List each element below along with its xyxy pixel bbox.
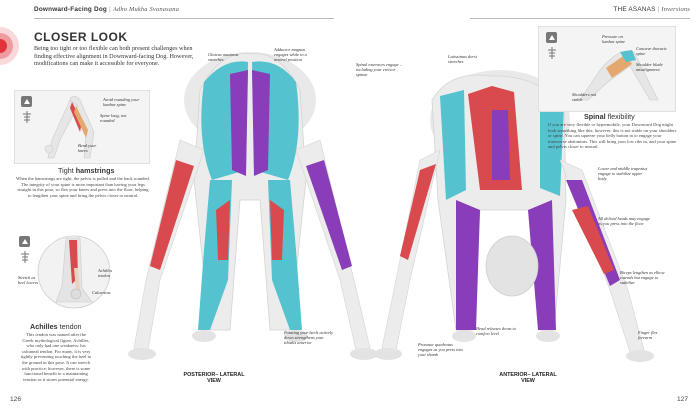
spinal-heading-bold: Spinal: [584, 112, 606, 121]
note-head: Head releases down to comfort level: [476, 326, 516, 336]
note-adductor: Adductor magnus engages while in a neutr…: [274, 47, 307, 62]
note-finger-flex: Finger flex forearm: [638, 330, 658, 340]
note-pronator: Pronator quadratus engages as you press …: [418, 342, 463, 357]
spinal-illustration: [579, 50, 659, 101]
note-trapezius: Lower and middle trapezius engage to sta…: [598, 166, 648, 181]
section-roundel: [0, 27, 19, 65]
intro-text: Being too tight or too flexible can both…: [34, 45, 194, 68]
note-gluteus: Gluteus maximus stretches: [208, 52, 239, 62]
note-stretch-heel: Stretch as heel lowers: [18, 275, 39, 285]
title-rest: Look: [87, 30, 128, 44]
page-title: Closer Look: [34, 30, 128, 44]
note-concave-thoracic: Concave thoracic spine: [636, 46, 668, 56]
posterior-figure: [128, 52, 378, 360]
panel-icons-achilles: [19, 236, 30, 263]
note-biceps: Biceps lengthen as elbow extends but eng…: [620, 270, 665, 285]
header-rule-right: [470, 18, 690, 19]
book-section: The Asanas: [613, 6, 656, 13]
pose-name: Downward-Facing Dog: [34, 6, 108, 13]
panel-icons-hamstrings: [21, 96, 32, 123]
note-spine-long: Spine long, not rounded: [100, 113, 127, 123]
header-divider: |: [109, 6, 113, 13]
note-tibialis: Pointing your heels actively down streng…: [284, 330, 334, 345]
spinal-text: If you are very flexible or hypermobile,…: [548, 122, 677, 150]
achilles-heading-bold: Achilles: [30, 322, 58, 331]
skeleton-icon: [23, 111, 31, 123]
view-label-posterior: Posterior– lateral view: [183, 372, 245, 385]
page-number-left: 126: [10, 396, 22, 403]
running-header-left: Downward-Facing Dog | Adho Mukha Svanasa…: [34, 6, 179, 13]
anterior-figure: [374, 70, 654, 362]
skeleton-icon: [21, 251, 29, 263]
achilles-heading: Achilles tendon: [30, 322, 82, 331]
hamstrings-heading-bold: Tight: [58, 166, 74, 175]
title-bold: Closer: [34, 30, 88, 44]
achilles-heading-rest: tendon: [57, 322, 82, 331]
spinal-heading: Spinal flexibility: [584, 112, 635, 121]
anatomy-illustration: [128, 52, 654, 362]
note-latissimus: Latissimus dorsi stretches: [448, 54, 477, 64]
header-rule-left: [34, 18, 334, 19]
chapter-name: Inversions: [661, 6, 690, 13]
running-header-right: The Asanas | Inversions: [613, 6, 690, 13]
page-number-right: 127: [676, 396, 688, 403]
note-bend-knees: Bend your knees: [78, 143, 97, 153]
note-pressure-lumbar: Pressure on lumbar spine: [602, 34, 626, 44]
note-shoulder-blade: Shoulder blade misalignment: [636, 62, 663, 72]
hamstrings-text: When the hamstrings are tight, the pelvi…: [16, 176, 150, 198]
achilles-illustration: [37, 235, 111, 309]
view-label-anterior: Anterior– lateral view: [499, 372, 557, 385]
note-deltoid: All deltoid heads may engage as you pres…: [598, 216, 650, 226]
hamstrings-illustration: [44, 96, 95, 159]
spinal-heading-rest: flexibility: [605, 112, 635, 121]
panel-icons-spinal: [546, 32, 557, 59]
hamstrings-heading: Tight hamstrings: [58, 166, 114, 175]
note-lumbar: Avoid rounding your lumbar spine: [103, 97, 140, 107]
note-achilles-tendon: Achilles tendon: [98, 268, 113, 278]
sanskrit-name: Adho Mukha Svanasana: [112, 6, 179, 13]
achilles-text: This tendon was named after the Greek my…: [20, 332, 92, 382]
skeleton-icon: [548, 47, 556, 59]
note-calcaneus: Calcaneus: [92, 290, 111, 295]
note-shoulders-unstable: Shoulders not stable: [572, 92, 597, 102]
note-spinal-extensors: Spinal extensors engage – including your…: [356, 62, 402, 77]
hamstrings-heading-rest: hamstrings: [73, 166, 115, 175]
header-divider: |: [657, 6, 662, 13]
